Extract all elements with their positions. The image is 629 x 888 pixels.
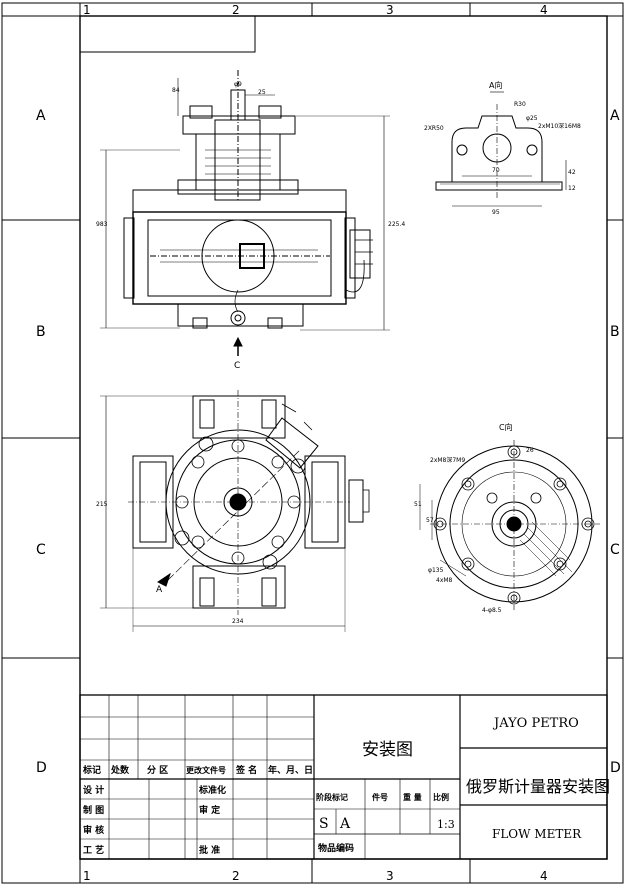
product-name: FLOW METER bbox=[492, 827, 582, 841]
dim-c-7: 57 bbox=[426, 517, 434, 524]
zone-row-c-left: C bbox=[36, 542, 46, 558]
dim-c-3: 4xM8 bbox=[436, 577, 453, 584]
inner-frame bbox=[79, 15, 608, 860]
front-view bbox=[100, 70, 390, 356]
dim-a-4: 2xM10深16M8 bbox=[538, 122, 581, 130]
zone-col-2-bottom: 2 bbox=[232, 869, 240, 883]
zone-col-4-top: 4 bbox=[540, 3, 548, 17]
role-design: 设 计 bbox=[83, 784, 104, 796]
role-process: 工 艺 bbox=[83, 844, 104, 856]
stage-header: 阶段标记 bbox=[316, 792, 348, 802]
zone-row-b-right: B bbox=[610, 324, 620, 340]
top-left-tag-box bbox=[79, 15, 256, 53]
dim-a-7: 42 bbox=[568, 169, 576, 176]
dim-c-4: 4-φ8.5 bbox=[482, 607, 502, 614]
zone-col-1-top: 1 bbox=[83, 3, 91, 17]
c-direction-view bbox=[419, 440, 600, 610]
c-view-title: C向 bbox=[499, 422, 513, 432]
zone-row-b-left: B bbox=[36, 324, 46, 340]
scale-header: 比例 bbox=[433, 792, 449, 802]
role-standard: 标准化 bbox=[198, 784, 226, 796]
dim-c-1: 2xM8深7M9 bbox=[430, 456, 465, 464]
dim-a-2: R30 bbox=[514, 101, 526, 108]
zone-col-3-bottom: 3 bbox=[386, 869, 394, 883]
arrow-c-label: C bbox=[234, 361, 240, 371]
zone-col-1-bottom: 1 bbox=[83, 869, 91, 883]
zone-row-a-right: A bbox=[610, 108, 620, 124]
zone-col-4-bottom: 4 bbox=[540, 869, 548, 883]
role-draft: 制 图 bbox=[83, 804, 104, 816]
role-approve-check: 审 定 bbox=[199, 804, 221, 816]
rev-header-zone: 分 区 bbox=[147, 764, 168, 776]
a-view-title: A向 bbox=[489, 80, 502, 90]
dim-front-5: 225.4 bbox=[388, 221, 405, 228]
zone-col-2-top: 2 bbox=[232, 3, 240, 17]
company-name: JAYO PETRO bbox=[492, 716, 579, 731]
dim-front-1: φ9 bbox=[234, 81, 242, 88]
rev-header-date: 年、月、日 bbox=[268, 764, 313, 776]
role-check: 审 核 bbox=[83, 824, 104, 836]
dim-c-5: 26 bbox=[526, 447, 534, 454]
dim-front-2: 25 bbox=[258, 89, 266, 96]
rev-header-mark: 标记 bbox=[82, 764, 101, 776]
a-direction-view bbox=[435, 91, 567, 207]
dim-a-3: φ25 bbox=[526, 115, 538, 122]
dim-a-5: 70 bbox=[492, 167, 500, 174]
drawing-type: 安装图 bbox=[362, 740, 413, 760]
rev-header-doc: 更改文件号 bbox=[186, 765, 226, 775]
arrow-a-label: A bbox=[156, 585, 163, 595]
title-block bbox=[79, 694, 608, 860]
dim-a-1: 2XR50 bbox=[424, 125, 444, 132]
dim-a-8: 12 bbox=[568, 185, 576, 192]
weight-header: 重 量 bbox=[403, 792, 422, 802]
dim-front-4: 983 bbox=[96, 221, 108, 228]
rev-header-sign: 签 名 bbox=[235, 764, 257, 776]
material-code-label: 物品编码 bbox=[318, 842, 354, 854]
dim-a-6: 95 bbox=[492, 209, 500, 216]
part-no-header: 件号 bbox=[372, 792, 388, 802]
dim-front-3: 84 bbox=[172, 87, 180, 94]
zone-row-d-right: D bbox=[610, 760, 621, 776]
zone-row-a-left: A bbox=[36, 108, 46, 124]
zone-row-d-left: D bbox=[36, 760, 47, 776]
dim-c-6: 51 bbox=[414, 501, 422, 508]
role-approve: 批 准 bbox=[199, 844, 220, 856]
stage-value-a: A bbox=[339, 816, 351, 832]
zone-col-3-top: 3 bbox=[386, 3, 394, 17]
rev-header-count: 处数 bbox=[110, 764, 130, 776]
dim-c-2: φ135 bbox=[428, 567, 444, 574]
zone-row-c-right: C bbox=[610, 542, 620, 558]
dim-plan-width: 234 bbox=[232, 618, 244, 625]
plan-view bbox=[100, 390, 370, 632]
dim-plan-height: 215 bbox=[96, 501, 108, 508]
drawing-name: 俄罗斯计量器安装图 bbox=[466, 777, 610, 796]
scale-value: 1:3 bbox=[437, 818, 455, 831]
stage-value-s: S bbox=[319, 816, 329, 832]
